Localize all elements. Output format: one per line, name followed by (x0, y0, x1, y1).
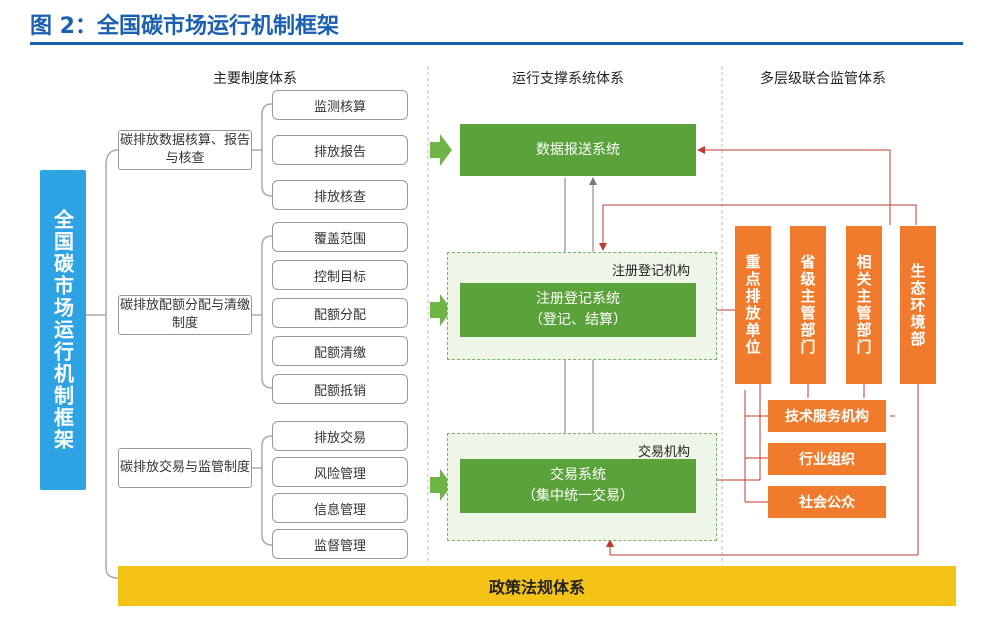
title-divider (30, 42, 963, 45)
third-party-technical-services: 技术服务机构 (768, 400, 886, 432)
trading-institution-label: 交易机构 (638, 445, 691, 460)
item-emission-report: 排放报告 (272, 135, 408, 165)
regulator-provincial: 省级主管部门 (790, 226, 826, 384)
third-party-industry-org: 行业组织 (768, 443, 886, 475)
category-trading: 碳排放交易与监管制度 (118, 448, 252, 488)
trading-system: 交易系统 （集中统一交易） (460, 459, 696, 513)
item-allowance-offset: 配额抵销 (272, 374, 408, 404)
header-institutions: 主要制度体系 (213, 71, 297, 87)
data-reporting-system: 数据报送系统 (460, 124, 696, 176)
item-monitoring: 监测核算 (272, 90, 408, 120)
item-emission-trading: 排放交易 (272, 421, 408, 451)
item-allowance-allocation: 配额分配 (272, 298, 408, 328)
registry-institution-label: 注册登记机构 (612, 264, 691, 279)
category-allowance: 碳排放配额分配与清缴制度 (118, 295, 252, 335)
item-info-management: 信息管理 (272, 493, 408, 523)
registry-system-sub: （登记、结算） (529, 312, 627, 328)
header-oversight: 多层级联合监管体系 (760, 71, 886, 87)
item-allowance-surrender: 配额清缴 (272, 336, 408, 366)
item-risk-management: 风险管理 (272, 457, 408, 487)
category-mrv: 碳排放数据核算、报告与核查 (118, 130, 252, 170)
trading-system-name: 交易系统 (550, 467, 606, 483)
policy-framework-bar: 政策法规体系 (118, 566, 956, 606)
registry-system-name: 注册登记系统 (536, 291, 620, 307)
registry-system: 注册登记系统 （登记、结算） (460, 283, 696, 337)
framework-side-label: 全国碳市场运行机制框架 (40, 170, 86, 490)
regulator-key-emitters: 重点排放单位 (735, 226, 771, 384)
item-control-target: 控制目标 (272, 260, 408, 290)
item-supervision: 监督管理 (272, 529, 408, 559)
regulator-related-departments: 相关主管部门 (846, 226, 882, 384)
item-emission-verification: 排放核查 (272, 180, 408, 210)
page-title: 图 2：全国碳市场运行机制框架 (30, 14, 339, 39)
regulator-ministry-ecology: 生态环境部 (900, 226, 936, 384)
header-support-systems: 运行支撑系统体系 (512, 71, 624, 87)
third-party-public: 社会公众 (768, 486, 886, 518)
item-coverage: 覆盖范围 (272, 222, 408, 252)
trading-system-sub: （集中统一交易） (522, 488, 634, 504)
